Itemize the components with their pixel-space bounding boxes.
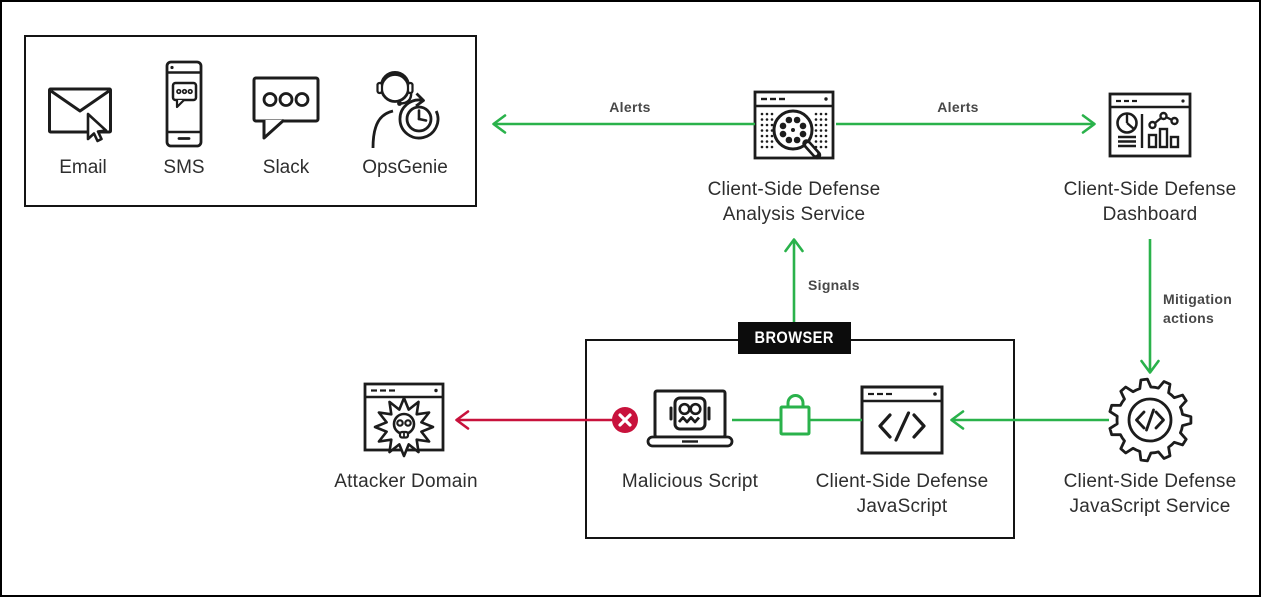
mitigation-arrow bbox=[1140, 239, 1160, 374]
alerts-label-left: Alerts bbox=[609, 99, 651, 115]
alerts-arrow-left bbox=[492, 114, 755, 134]
alerts-label-right: Alerts bbox=[937, 99, 979, 115]
notification-channels-box bbox=[24, 35, 477, 207]
channel-label-slack: Slack bbox=[262, 157, 310, 178]
magnifier-dots bbox=[779, 116, 807, 144]
dashboard-label: Client-Side Defense Dashboard bbox=[1063, 179, 1237, 225]
dot-grid bbox=[760, 112, 828, 149]
opsgenie-support-agent-clock-icon bbox=[371, 71, 440, 149]
attacker-domain-label: Attacker Domain bbox=[334, 471, 478, 492]
csd-javascript-label: Client-Side Defense JavaScript bbox=[815, 471, 989, 517]
code-browser-icon bbox=[860, 385, 944, 455]
gear-code-icon bbox=[1108, 377, 1193, 463]
channel-label-opsgenie: OpsGenie bbox=[362, 157, 448, 178]
slack-chat-bubble-icon bbox=[252, 76, 320, 140]
analysis-service-label: Client-Side Defense Analysis Service bbox=[707, 179, 881, 225]
alerts-arrow-right bbox=[836, 114, 1096, 134]
sms-phone-message-icon bbox=[165, 60, 203, 148]
signals-arrow bbox=[784, 238, 804, 322]
skull-starburst-browser-icon bbox=[363, 382, 445, 458]
mitigation-actions-label: Mitigation actions bbox=[1163, 291, 1233, 326]
browser-scan-magnifier-icon bbox=[753, 90, 835, 160]
laptop-robot-malware-icon bbox=[646, 389, 734, 448]
channel-label-sms: SMS bbox=[163, 157, 205, 178]
channel-label-email: Email bbox=[59, 157, 107, 178]
email-envelope-cursor-icon bbox=[48, 87, 112, 143]
js-service-label: Client-Side Defense JavaScript Service bbox=[1063, 471, 1237, 517]
malicious-script-label: Malicious Script bbox=[621, 471, 759, 492]
dashboard-charts-icon bbox=[1108, 92, 1192, 158]
signals-label: Signals bbox=[808, 277, 860, 293]
browser-tag: BROWSER bbox=[738, 322, 851, 354]
